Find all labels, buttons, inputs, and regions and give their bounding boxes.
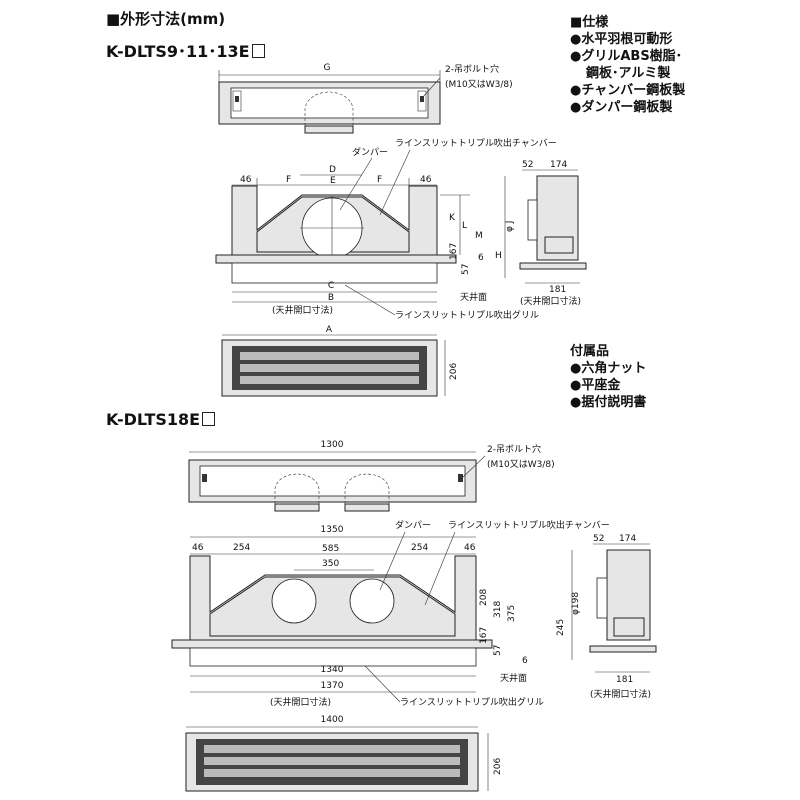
dim-318: 318 xyxy=(493,601,503,618)
grille-label-1: ラインスリットトリプル吹出グリル xyxy=(395,309,539,321)
model1-front-view: 46 46 F F D E ダンパー ラインスリットトリプル吹出チャンバー K … xyxy=(215,137,557,321)
bolt-hole-label-2: 2-吊ボルト穴 xyxy=(487,443,541,455)
dim-M: M xyxy=(475,231,483,241)
checkbox-icon xyxy=(251,44,265,58)
damper-label-1: ダンパー xyxy=(352,146,388,158)
dim-46a: 46 xyxy=(240,175,252,185)
damper-label-2: ダンパー xyxy=(395,519,431,531)
dim-1370: 1370 xyxy=(321,681,344,691)
dim-57: 57 xyxy=(461,264,471,275)
ceiling-label-1: 天井面 xyxy=(460,291,487,303)
dim-1340: 1340 xyxy=(321,665,344,675)
dim-phi198: φ198 xyxy=(571,592,581,615)
dim-206-2: 206 xyxy=(493,758,503,775)
grille-label-2: ラインスリットトリプル吹出グリル xyxy=(400,696,544,708)
accessory-item: ●平座金 xyxy=(570,378,621,393)
dim-245: 245 xyxy=(556,619,566,636)
accessory-list: 付属品 ●六角ナット ●平座金 ●据付説明書 xyxy=(570,343,646,411)
dim-375: 375 xyxy=(507,605,517,622)
dim-H: H xyxy=(495,251,502,261)
model2-side-view: 52 174 φ198 245 181 (天井開口寸法) xyxy=(556,534,657,700)
dim-174: 174 xyxy=(550,160,567,170)
chamber-label-2: ラインスリットトリプル吹出チャンバー xyxy=(448,519,610,531)
dim-254b: 254 xyxy=(411,543,428,553)
dim-1400: 1400 xyxy=(321,715,344,725)
dim-206-1: 206 xyxy=(449,363,459,380)
model2-front-view: 1350 46 254 585 254 46 350 ダンパー ラインスリットト… xyxy=(171,519,610,708)
accessory-item: ●据付説明書 xyxy=(570,395,647,410)
model2-grille-view: 1400 206 xyxy=(185,715,503,792)
dim-L: L xyxy=(462,221,467,231)
dim-174-2: 174 xyxy=(619,534,636,544)
spec-item: 鋼板･アルミ製 xyxy=(586,66,671,81)
dim-6: 6 xyxy=(478,253,484,263)
spec-item: ●水平羽根可動形 xyxy=(570,32,673,47)
model-label-1: K-DLTS9･11･13E xyxy=(106,38,265,62)
dim-167-2: 167 xyxy=(479,627,489,644)
dim-F1: F xyxy=(286,175,291,185)
spec-item: ●チャンバー鋼板製 xyxy=(570,83,686,98)
model-1-text: K-DLTS9･11･13E xyxy=(106,42,250,61)
bolt-hole-label-1: 2-吊ボルト穴 xyxy=(445,63,499,75)
checkbox-icon xyxy=(202,412,216,426)
model2-top-view: 1300 2-吊ボルト穴 (M10又はW3/8) xyxy=(188,440,555,512)
dim-F2: F xyxy=(377,175,382,185)
opening-side-label-2: (天井開口寸法) xyxy=(590,688,651,700)
dim-C: C xyxy=(328,281,334,291)
bolt-spec-label-1: (M10又はW3/8) xyxy=(445,79,513,90)
dim-350: 350 xyxy=(322,559,339,569)
model1-side-view: 52 174 φ J H 181 (天井開口寸法) xyxy=(495,160,587,307)
dim-K: K xyxy=(449,213,456,223)
bolt-spec-label-2: (M10又はW3/8) xyxy=(487,459,555,470)
dim-G: G xyxy=(324,63,331,73)
dim-57-2: 57 xyxy=(493,645,503,656)
dim-52-2: 52 xyxy=(593,534,604,544)
dim-D: D xyxy=(329,165,336,175)
dim-1300: 1300 xyxy=(321,440,344,450)
opening-side-label-1: (天井開口寸法) xyxy=(520,295,581,307)
opening-label-2: (天井開口寸法) xyxy=(270,696,331,708)
dim-254a: 254 xyxy=(233,543,250,553)
dim-46b-2: 46 xyxy=(464,543,476,553)
dim-181-2: 181 xyxy=(616,675,633,685)
dim-208: 208 xyxy=(479,589,489,606)
dim-phiJ: φ J xyxy=(505,221,515,232)
spec-item: ●グリルABS樹脂･ xyxy=(570,49,683,64)
section-title: ■外形寸法(mm) xyxy=(106,10,226,28)
model-2-text: K-DLTS18E xyxy=(106,410,201,429)
dim-181: 181 xyxy=(549,285,566,295)
dim-E: E xyxy=(330,176,336,186)
accessory-item: ●六角ナット xyxy=(570,361,647,376)
spec-item: ●ダンパー鋼板製 xyxy=(570,100,673,115)
model1-grille-view: A 206 xyxy=(221,325,459,397)
opening-label-1: (天井開口寸法) xyxy=(272,304,333,316)
spec-title: ■仕様 xyxy=(570,15,609,30)
accessory-title: 付属品 xyxy=(570,344,610,359)
dim-167: 167 xyxy=(449,243,459,260)
dim-52: 52 xyxy=(522,160,533,170)
dim-46a-2: 46 xyxy=(192,543,204,553)
dim-A: A xyxy=(326,325,333,335)
chamber-label-1: ラインスリットトリプル吹出チャンバー xyxy=(395,137,557,149)
ceiling-label-2: 天井面 xyxy=(500,672,527,684)
dim-585: 585 xyxy=(322,544,339,554)
dim-46b: 46 xyxy=(420,175,432,185)
dim-6-2: 6 xyxy=(522,656,528,666)
dim-B: B xyxy=(328,293,334,303)
dim-1350: 1350 xyxy=(321,525,344,535)
spec-list: ■仕様 ●水平羽根可動形 ●グリルABS樹脂･ 鋼板･アルミ製 ●チャンバー鋼板… xyxy=(570,14,685,116)
model1-top-view: G 2-吊ボルト穴 (M10又はW3/8) xyxy=(218,63,513,134)
model-label-2: K-DLTS18E xyxy=(106,410,216,429)
